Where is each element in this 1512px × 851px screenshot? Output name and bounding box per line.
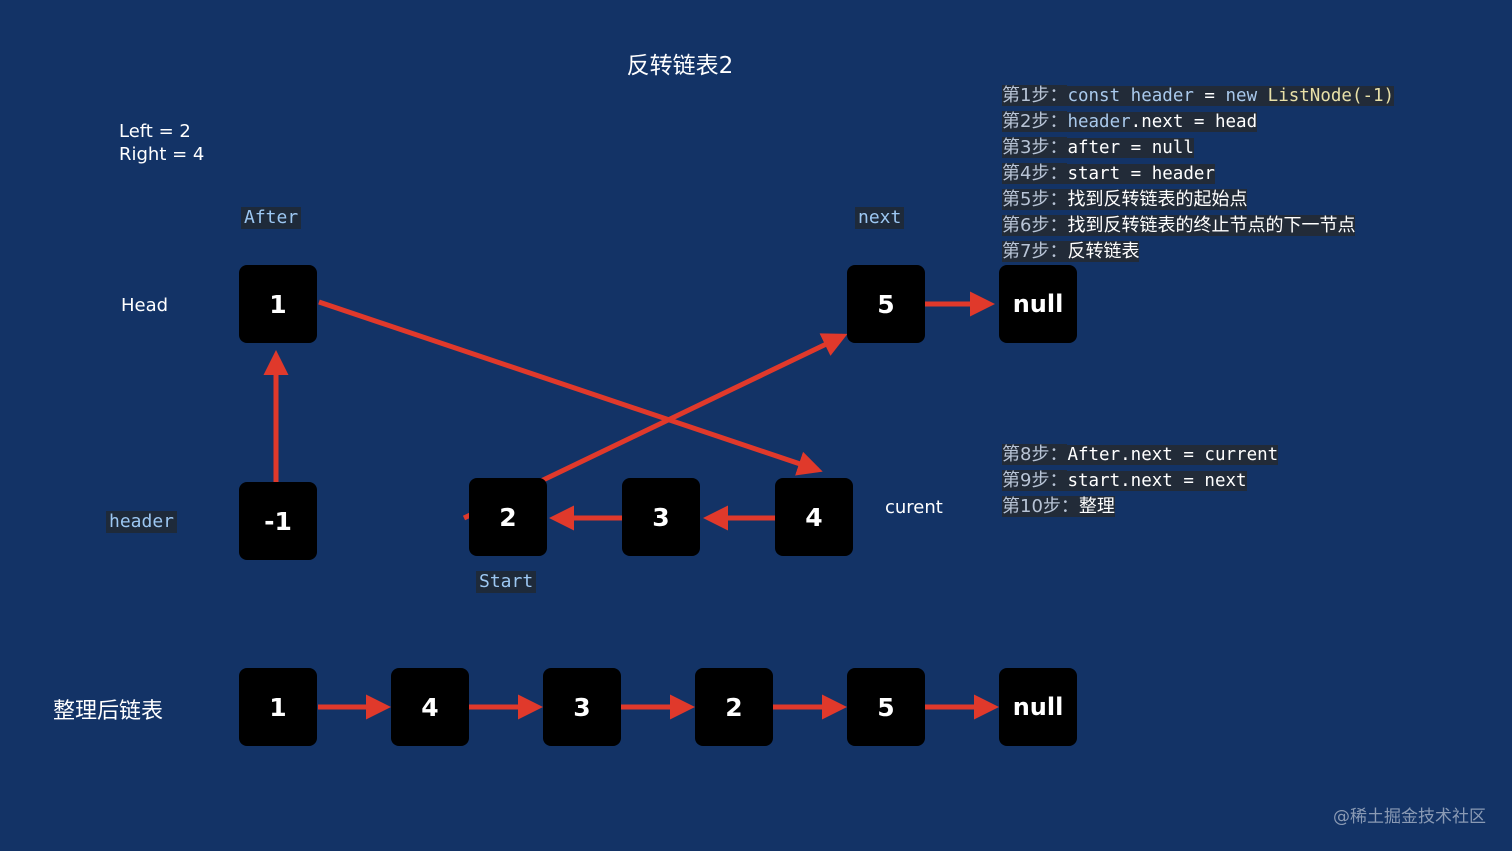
watermark: @稀土掘金技术社区 xyxy=(1333,807,1486,827)
step-line: 第2步：header.next = head xyxy=(1002,109,1394,135)
node-3: 3 xyxy=(622,478,700,556)
step-line: 第9步：start.next = next xyxy=(1002,468,1278,494)
step-text: header xyxy=(1130,86,1194,106)
step-text: 找到反转链表的起始点 xyxy=(1067,189,1248,210)
diagram-title: 反转链表2 xyxy=(626,53,734,79)
steps-list-1-7: 第1步：const header = new ListNode(-1)第2步：h… xyxy=(1002,83,1395,265)
step-text: const xyxy=(1067,86,1131,106)
label-next: next xyxy=(855,207,905,229)
step-number: 第10步： xyxy=(1002,496,1079,517)
label-head: Head xyxy=(121,295,169,316)
param-right: Right = 4 xyxy=(119,144,205,165)
step-text: ListNode(-1) xyxy=(1267,86,1395,106)
result-node-2: 2 xyxy=(695,668,773,746)
result-node-1: 1 xyxy=(239,668,317,746)
step-number: 第3步： xyxy=(1002,137,1068,158)
step-line: 第6步：找到反转链表的终止节点的下一节点 xyxy=(1002,213,1394,239)
step-number: 第5步： xyxy=(1002,189,1068,210)
step-line: 第4步：start = header xyxy=(1002,161,1394,187)
step-line: 第8步：After.next = current xyxy=(1002,442,1279,468)
step-text: .next = head xyxy=(1130,112,1258,132)
param-left: Left = 2 xyxy=(119,121,191,142)
step-number: 第7步： xyxy=(1002,241,1068,262)
step-text: start.next = next xyxy=(1067,471,1247,491)
result-node-4: 4 xyxy=(391,668,469,746)
node-4: 4 xyxy=(775,478,853,556)
step-number: 第8步： xyxy=(1002,444,1068,465)
result-node-3: 3 xyxy=(543,668,621,746)
step-text: start = header xyxy=(1067,164,1215,184)
step-text: 反转链表 xyxy=(1067,241,1140,262)
node-2: 2 xyxy=(469,478,547,556)
label-start: Start xyxy=(476,571,537,593)
node-5: 5 xyxy=(847,265,925,343)
label-curent: curent xyxy=(885,497,943,518)
step-text: new xyxy=(1225,86,1268,106)
label-after: After xyxy=(241,207,302,229)
step-text: after = null xyxy=(1067,138,1194,158)
node-null: null xyxy=(999,265,1077,343)
label-header: header xyxy=(106,511,178,533)
step-line: 第5步：找到反转链表的起始点 xyxy=(1002,187,1394,213)
node-1: 1 xyxy=(239,265,317,343)
step-text: 整理 xyxy=(1078,496,1115,517)
step-text: 找到反转链表的终止节点的下一节点 xyxy=(1067,215,1356,236)
step-text: After.next = current xyxy=(1067,445,1279,465)
step-text: = xyxy=(1193,86,1226,106)
step-text: header xyxy=(1067,112,1131,132)
step-line: 第1步：const header = new ListNode(-1) xyxy=(1002,83,1395,109)
step-number: 第6步： xyxy=(1002,215,1068,236)
result-node-null: null xyxy=(999,668,1077,746)
result-node-5: 5 xyxy=(847,668,925,746)
arrow-1-to-4 xyxy=(318,299,823,476)
step-number: 第4步： xyxy=(1002,163,1068,184)
step-line: 第7步：反转链表 xyxy=(1002,239,1394,265)
step-line: 第3步：after = null xyxy=(1002,135,1394,161)
node-header-minus1: -1 xyxy=(239,482,317,560)
label-result-list: 整理后链表 xyxy=(53,699,164,724)
step-number: 第9步： xyxy=(1002,470,1068,491)
step-number: 第2步： xyxy=(1002,111,1068,132)
step-number: 第1步： xyxy=(1002,85,1068,106)
step-line: 第10步：整理 xyxy=(1002,494,1278,520)
